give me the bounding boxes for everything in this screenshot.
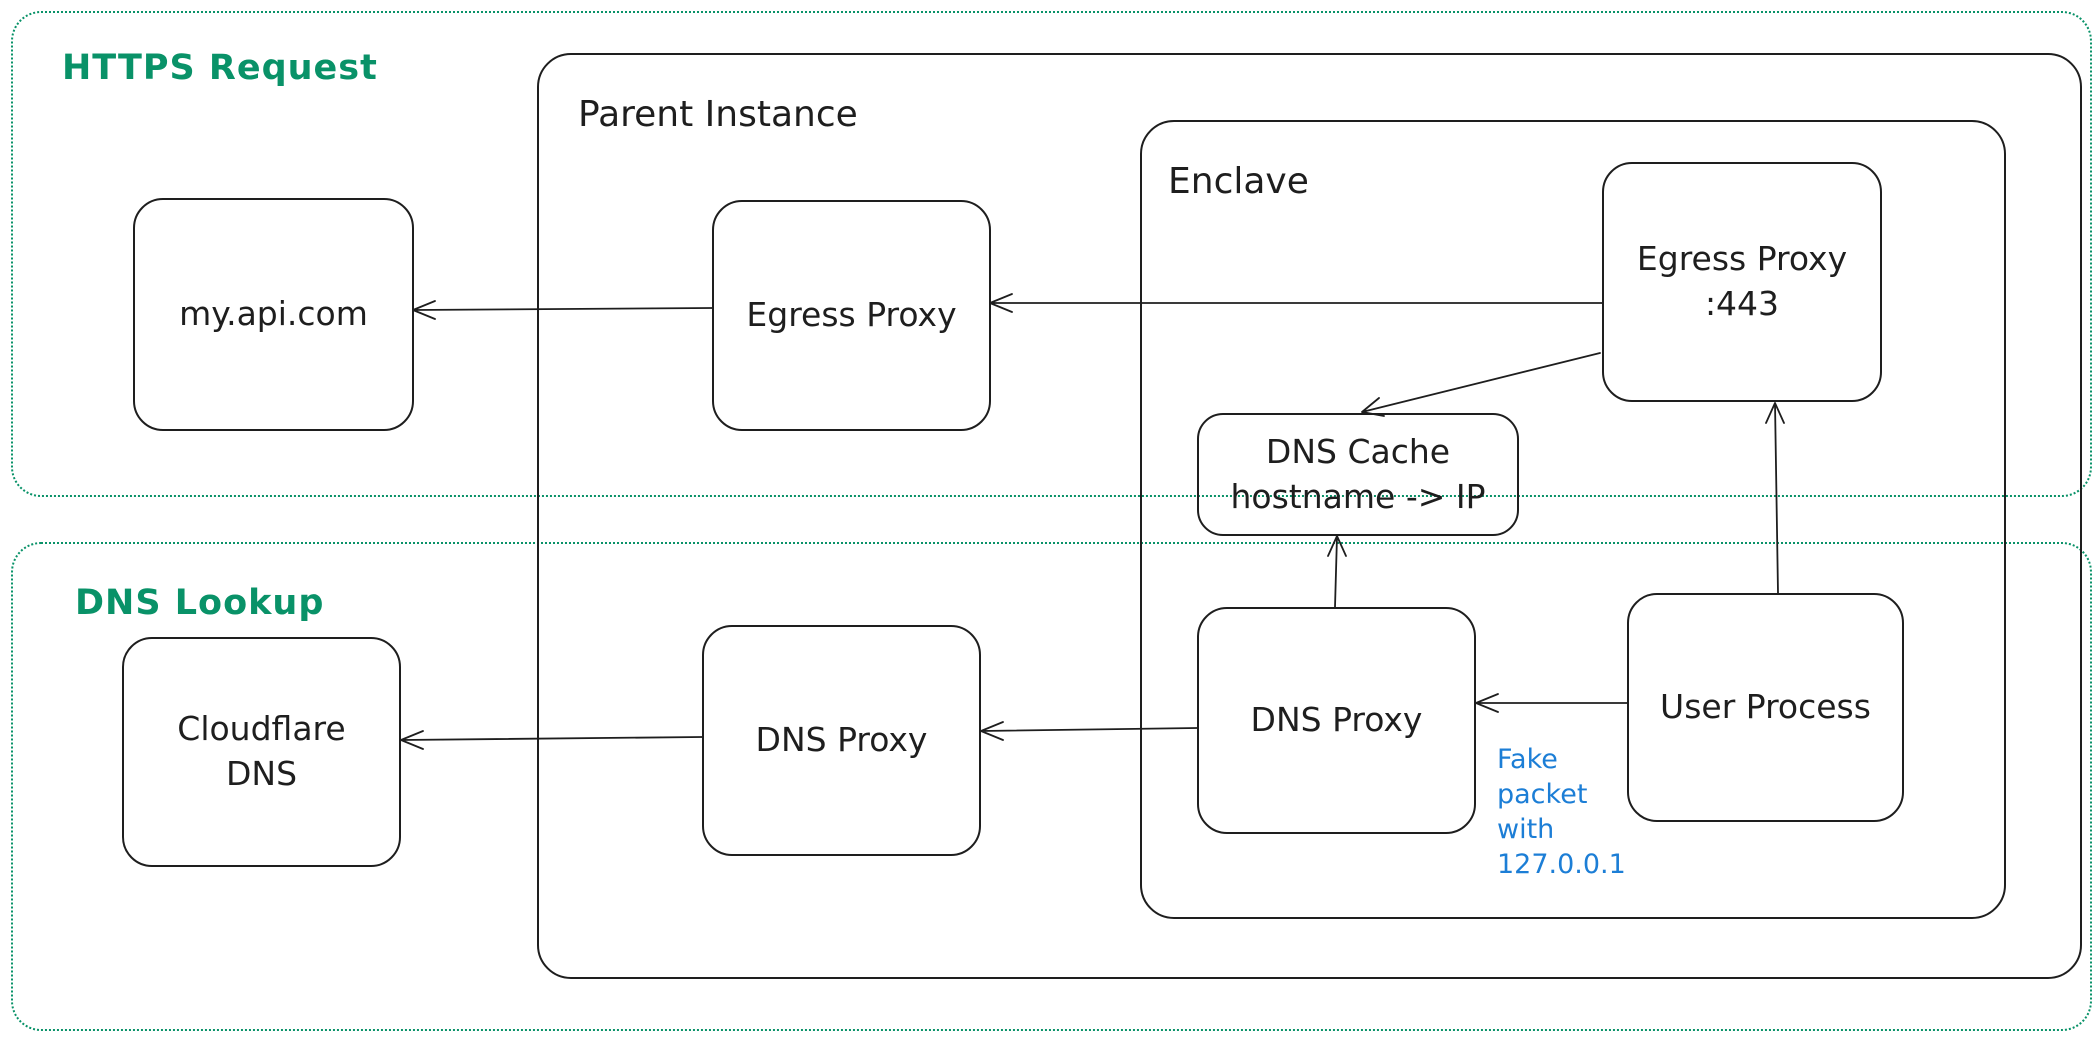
node-egress-proxy-parent: Egress Proxy [712,200,991,431]
enclave-label: Enclave [1168,161,1309,202]
node-cloudflare-dns: Cloudflare DNS [122,637,401,867]
node-label: my.api.com [179,294,368,334]
node-label: User Process [1660,687,1871,727]
dns-lookup-region [11,542,2092,1031]
parent-instance-label: Parent Instance [578,94,858,135]
node-egress-proxy-443: Egress Proxy :443 [1602,162,1882,402]
node-my-api-com: my.api.com [133,198,414,431]
node-label-dns: DNS [225,754,298,793]
node-label: Egress Proxy [1636,239,1848,279]
annotation-line: with [1497,814,1555,846]
annotation-line: 127.0.0.1 [1497,849,1626,881]
node-label-mapping: hostname -> IP [1230,476,1486,516]
https-request-label: HTTPS Request [62,48,378,88]
annotation-line: Fake [1497,744,1558,775]
node-dns-proxy-enclave: DNS Proxy [1197,607,1476,834]
parent-instance-box [537,53,2082,979]
node-label: DNS Proxy [1250,700,1423,740]
node-dns-cache: DNS Cache hostname -> IP [1197,413,1519,536]
node-user-process: User Process [1627,593,1904,822]
node-label: Egress Proxy [746,295,957,335]
node-label: DNS Proxy [755,720,928,760]
node-label: DNS Cache [1265,431,1451,471]
node-label-port: :443 [1704,284,1780,323]
annotation-line: packet [1497,779,1588,811]
node-label: Cloudflare [177,709,346,749]
dns-lookup-label: DNS Lookup [75,583,325,623]
enclave-box [1140,120,2006,919]
node-dns-proxy-parent: DNS Proxy [702,625,981,856]
fake-packet-annotation: Fake packet with 127.0.0.1 [1497,742,1626,882]
https-request-region [11,11,2092,497]
